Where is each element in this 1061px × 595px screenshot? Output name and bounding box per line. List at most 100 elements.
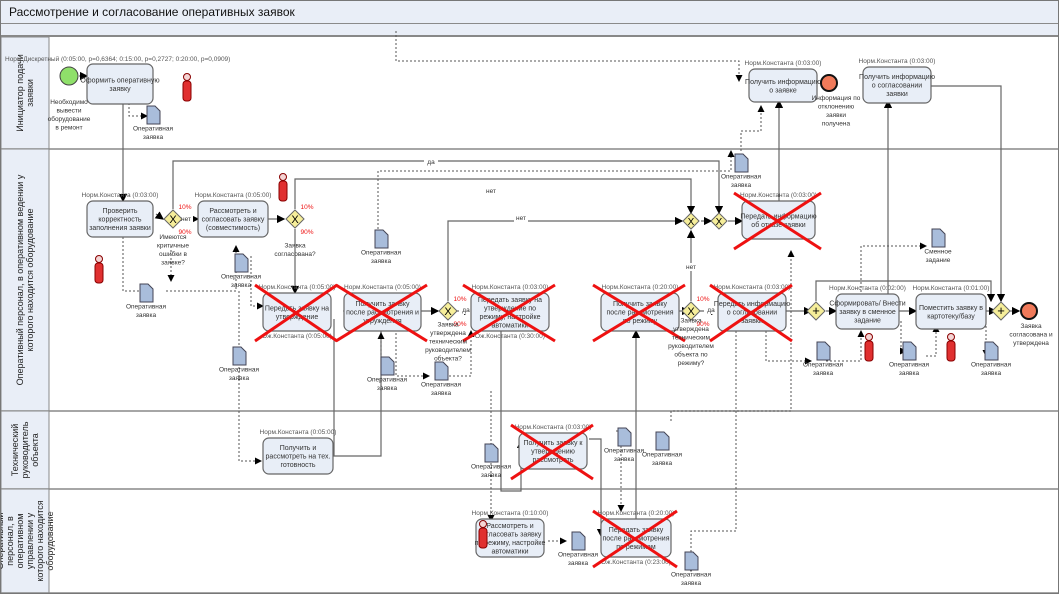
task-t14[interactable] xyxy=(262,437,334,475)
gateway-g4[interactable] xyxy=(681,301,701,321)
document-label: Оперативная xyxy=(471,463,512,470)
task-t13[interactable] xyxy=(915,293,987,330)
document-icon xyxy=(139,283,154,303)
task-label: заявку xyxy=(109,86,131,93)
document-label: Оперативная xyxy=(133,125,174,132)
task-label: утверждение по xyxy=(484,305,536,312)
performer-icon xyxy=(183,73,191,81)
task-t12[interactable] xyxy=(835,293,900,330)
gateway-label: Заявка xyxy=(284,242,306,249)
sequence-flow xyxy=(154,211,164,220)
task-t11[interactable] xyxy=(862,66,932,104)
start-event-label: Необходимо xyxy=(50,98,88,106)
gateway-label: утверждена xyxy=(430,330,466,337)
task-label: Получить информацию xyxy=(859,74,935,81)
document-icon xyxy=(571,531,586,551)
task-label: Передать информацию xyxy=(740,213,816,220)
gateway-x-icon: X xyxy=(688,217,695,228)
probability-label: 10% xyxy=(696,296,709,303)
document-icon xyxy=(146,105,161,125)
document-label: Оперативная xyxy=(642,451,683,458)
document-icon xyxy=(734,153,749,173)
lane-label: Оперативный персонал, в оперативном веде… xyxy=(15,174,35,385)
lane-label-text: Технический xyxy=(10,424,20,476)
merge-gateway[interactable] xyxy=(682,212,700,230)
task-label: Рассмотреть и xyxy=(486,523,533,530)
task-label: Сформировать/ Внести xyxy=(829,301,905,308)
task-t1[interactable] xyxy=(86,63,154,105)
document-label: Оперативная xyxy=(604,447,645,454)
document-label: Оперативная xyxy=(671,571,712,578)
task-label: Оформить оперативную xyxy=(80,77,159,84)
task-label: по режиму xyxy=(623,318,658,325)
task-label: по режиму, настройке xyxy=(475,539,546,547)
parallel-gateway[interactable] xyxy=(806,301,826,321)
gateway-label: руководителем xyxy=(425,347,471,354)
task-label: готовность xyxy=(281,462,316,469)
start-event[interactable] xyxy=(59,66,79,86)
gateway-g1[interactable] xyxy=(163,209,183,229)
task-label: Передать заявку на xyxy=(265,305,329,312)
task-timing: Норм.Константа (0:03:00) xyxy=(82,192,159,199)
task-t16[interactable] xyxy=(475,518,545,558)
document-label: Оперативная xyxy=(803,361,844,368)
gateway-label: ошибки в xyxy=(159,250,187,258)
association xyxy=(250,256,264,310)
performer-icon xyxy=(95,255,103,263)
end-event-approved[interactable] xyxy=(1020,302,1038,320)
task-timing: Норм.Константа (0:20:00) xyxy=(602,284,679,291)
document-label: заявка xyxy=(731,182,752,189)
gateway-g3[interactable] xyxy=(438,301,458,321)
flow-label: да xyxy=(707,307,715,314)
sequence-flow xyxy=(172,160,724,215)
document-label: Оперативная xyxy=(221,273,262,280)
association xyxy=(238,291,262,465)
cross-mark xyxy=(510,423,594,481)
performer-icon xyxy=(279,173,287,181)
document-label: задание xyxy=(926,257,951,264)
flow-label: да xyxy=(462,307,470,314)
task-label: Передать заявку на xyxy=(478,297,542,304)
task-label: по режимам xyxy=(616,544,656,551)
task-label: об отказе заявки xyxy=(751,221,805,229)
task-timing: Норм.Константа (0:02:00) xyxy=(829,285,906,292)
sequence-flow xyxy=(447,216,684,301)
association xyxy=(926,325,940,357)
document-icon xyxy=(902,341,917,361)
task-timing: Норм.Константа (0:05:00) xyxy=(259,284,336,291)
task-wait-timing: Ож.Константа (0:05:00) xyxy=(262,333,332,340)
end-event-rejected[interactable] xyxy=(820,74,838,92)
merge-gateway[interactable] xyxy=(710,212,728,230)
gateway-g2[interactable] xyxy=(285,209,305,229)
task-t10[interactable] xyxy=(748,68,818,103)
sequence-flow xyxy=(815,280,996,303)
probability-label: 90% xyxy=(178,229,191,236)
task-t2[interactable] xyxy=(86,200,154,238)
task-label: рассмотреть xyxy=(533,457,574,464)
lane-label-text: Инициатор подачи xyxy=(15,54,25,131)
task-label: Получить заявку xyxy=(356,301,410,308)
flow-label-bg xyxy=(179,215,193,223)
cross-mark xyxy=(709,283,793,343)
performer-icon xyxy=(478,527,488,549)
task-t3[interactable] xyxy=(197,200,269,238)
flow-label: нет xyxy=(181,216,191,223)
gateway-label: утверждена xyxy=(673,326,709,333)
flow-label-bg xyxy=(459,306,473,314)
parallel-gateway[interactable] xyxy=(991,301,1011,321)
flow-label-bg xyxy=(514,214,528,222)
end-event-label: Информация по xyxy=(812,95,861,102)
document-label: Оперативная xyxy=(421,381,462,388)
association xyxy=(437,330,475,377)
task-wait-timing: Ож.Константа (0:30:00) xyxy=(475,333,545,340)
document-label: заявка xyxy=(371,258,392,265)
gateway-label: Заявка xyxy=(437,322,459,329)
document-label: Оперативная xyxy=(126,303,167,310)
task-label: заявки xyxy=(741,318,763,325)
task-label: автоматики xyxy=(491,548,528,555)
task-label: заявки xyxy=(886,91,908,98)
lane-label-text: управлении у xyxy=(25,512,35,569)
